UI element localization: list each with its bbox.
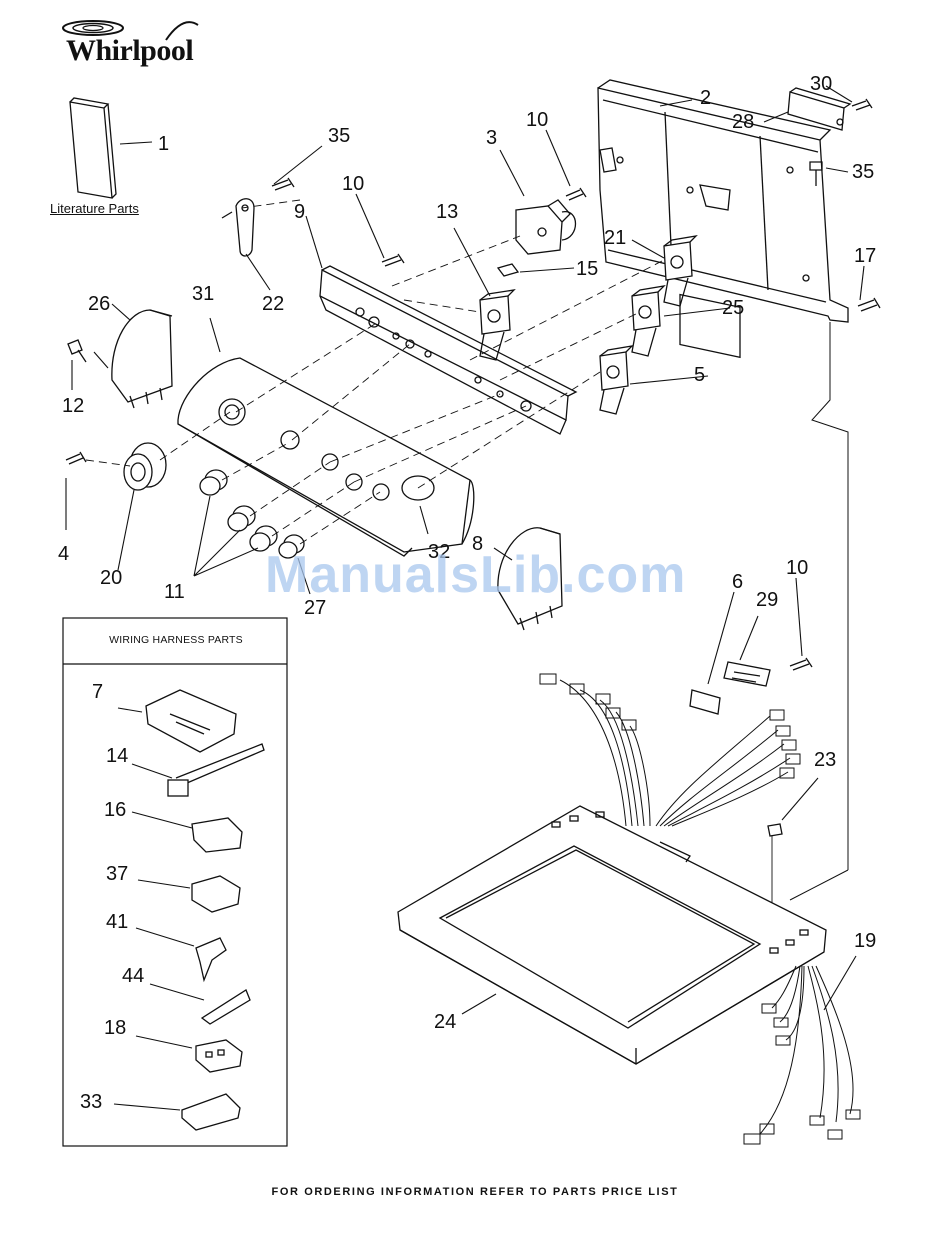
connector-7: [146, 690, 236, 752]
timer-knob-20: [124, 443, 166, 490]
cable-tie-14: [168, 744, 264, 796]
knobs-11: [200, 470, 277, 551]
terminal-44: [202, 990, 250, 1024]
end-cap-26: [112, 310, 172, 408]
bracket-22: [222, 199, 254, 256]
callout-6: 6: [732, 571, 743, 593]
callout-20: 20: [100, 567, 122, 589]
callout-2: 2: [700, 87, 711, 109]
callout-3: 3: [486, 127, 497, 149]
watermark: ManualsLib.com: [265, 545, 686, 605]
callout-35-right: 35: [852, 161, 874, 183]
literature-booklet: [70, 98, 116, 198]
callout-1: 1: [158, 133, 169, 155]
callout-24: 24: [434, 1011, 456, 1033]
callout-18: 18: [104, 1017, 126, 1039]
screw-17: [858, 298, 880, 311]
switch-module-13: [480, 290, 514, 360]
callout-10-top: 10: [526, 109, 548, 131]
label-29: [724, 662, 770, 686]
callout-19: 19: [854, 930, 876, 952]
callout-13: 13: [436, 201, 458, 223]
callout-12: 12: [62, 395, 84, 417]
wiring-harness-title: WIRING HARNESS PARTS: [64, 634, 288, 646]
connector-37: [192, 876, 240, 912]
screw-30: [852, 99, 872, 110]
switch-module-5: [600, 346, 632, 414]
callout-41: 41: [106, 911, 128, 933]
callout-11: 11: [164, 581, 185, 603]
callout-10-lower: 10: [786, 557, 808, 579]
top-cover-24: [398, 806, 826, 1064]
callout-31: 31: [192, 283, 214, 305]
wiring-harness-upper: [540, 674, 800, 826]
callout-37: 37: [106, 863, 128, 885]
callout-10-mid: 10: [342, 173, 364, 195]
wiring-harness-lower: [744, 966, 860, 1144]
console-bracket-9: [320, 266, 576, 434]
callout-4: 4: [58, 543, 69, 565]
connector-33: [182, 1094, 240, 1130]
callout-9: 9: [294, 201, 305, 223]
callout-5: 5: [694, 364, 705, 386]
harness-connector-6: [690, 690, 720, 714]
connector-18: [196, 1040, 242, 1072]
screw-10-lower: [790, 658, 812, 670]
connector-16: [192, 818, 242, 852]
callout-7: 7: [92, 681, 103, 703]
callout-35-left: 35: [328, 125, 350, 147]
callout-23: 23: [814, 749, 836, 771]
screw-4: [66, 452, 86, 464]
clip-41: [196, 938, 226, 980]
callout-25: 25: [722, 297, 744, 319]
console-panel-31: [178, 358, 474, 556]
callout-16: 16: [104, 799, 126, 821]
callout-28: 28: [732, 111, 754, 133]
screw-10-mid: [382, 254, 404, 266]
callout-26: 26: [88, 293, 110, 315]
callout-44: 44: [122, 965, 144, 987]
screw-35-left: [272, 178, 294, 190]
screw-12: [68, 340, 86, 362]
callout-15: 15: [576, 258, 598, 280]
callout-29: 29: [756, 589, 778, 611]
callout-33: 33: [80, 1091, 102, 1113]
callout-30: 30: [810, 73, 832, 95]
screw-10-top: [566, 188, 586, 200]
switch-3: [516, 200, 576, 254]
clip-15: [498, 264, 518, 276]
callout-22: 22: [262, 293, 284, 315]
footer-note: FOR ORDERING INFORMATION REFER TO PARTS …: [0, 1186, 950, 1198]
callout-14: 14: [106, 745, 128, 767]
switch-module-25: [632, 286, 664, 356]
callout-21: 21: [604, 227, 626, 249]
callout-17: 17: [854, 245, 876, 267]
